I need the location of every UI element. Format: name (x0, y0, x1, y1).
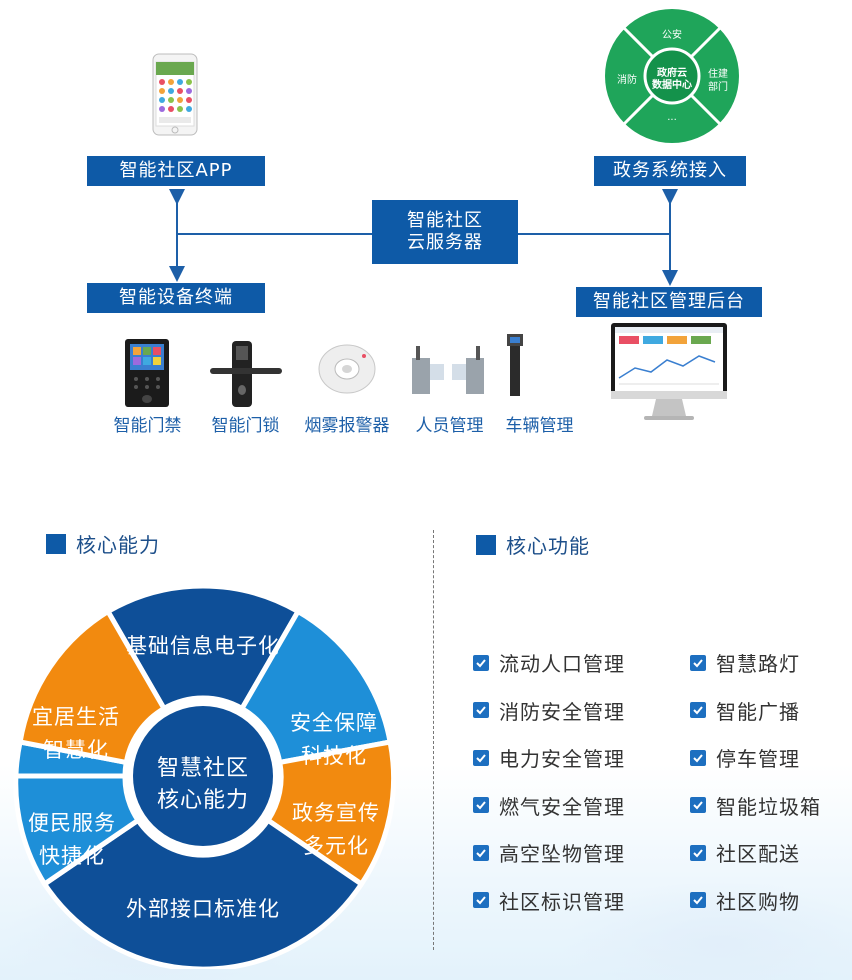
cloud-server-line1: 智能社区 (407, 209, 483, 231)
smartphone-icon (152, 53, 198, 136)
section-divider (433, 530, 434, 950)
core-ability-wheel (13, 583, 396, 969)
function-item: 智能广播 (690, 696, 800, 725)
checkbox-icon (690, 654, 706, 671)
segment-label-lower-left-2: 快捷化 (39, 844, 105, 868)
smoke-alarm-icon (318, 344, 376, 394)
checkbox-icon (690, 702, 706, 718)
segment-label-upper-left-2: 智慧化 (43, 738, 109, 762)
core-ability-title-text: 核心能力 (76, 533, 160, 557)
gov-wheel-housing-line2: 部门 (708, 82, 728, 93)
checkbox-icon (473, 797, 489, 813)
segment-label-upper-right-1: 安全保障 (290, 711, 378, 735)
checkbox-icon (690, 844, 706, 861)
function-item-label: 燃气安全管理 (499, 794, 625, 819)
function-item: 社区配送 (690, 838, 800, 867)
function-item: 高空坠物管理 (473, 838, 625, 867)
wheel-center-line2: 核心能力 (156, 788, 249, 813)
function-item: 智能垃圾箱 (690, 791, 821, 820)
cloud-server-box: 智能社区 云服务器 (372, 200, 518, 264)
function-item-label: 消防安全管理 (499, 699, 625, 724)
gov-data-center-wheel (605, 9, 739, 143)
gov-wheel-more: ... (667, 112, 677, 123)
device-label-vehicle: 车辆管理 (505, 416, 574, 436)
core-ability-title: 核心能力 (46, 529, 160, 558)
segment-label-bottom: 外部接口标准化 (126, 897, 280, 921)
device-label-smart-lock: 智能门锁 (211, 416, 280, 436)
function-item-label: 智能垃圾箱 (716, 794, 821, 819)
function-item-label: 智能广播 (716, 699, 800, 724)
function-item-label: 社区标识管理 (499, 889, 625, 914)
checkbox-icon (473, 702, 489, 718)
gov-system-label: 政务系统接入 (594, 156, 746, 186)
checkbox-icon (473, 844, 489, 861)
function-item: 燃气安全管理 (473, 791, 625, 820)
square-bullet-icon (46, 533, 66, 554)
function-item-label: 智慧路灯 (716, 652, 800, 676)
segment-label-upper-right-2: 科技化 (301, 744, 367, 768)
gov-wheel-police: 公安 (662, 30, 682, 41)
segment-label-lower-right-2: 多元化 (303, 834, 369, 858)
segment-label-top: 基础信息电子化 (126, 634, 280, 658)
function-item-label: 社区配送 (716, 842, 800, 866)
function-item-label: 电力安全管理 (499, 747, 625, 771)
checkbox-icon (473, 892, 489, 908)
function-item: 停车管理 (690, 743, 800, 772)
segment-label-lower-left-1: 便民服务 (28, 811, 116, 835)
core-function-title: 核心功能 (476, 530, 590, 559)
architecture-connectors (169, 189, 678, 286)
checkbox-icon (473, 654, 489, 671)
gov-wheel-center-line1: 政府云 (657, 68, 687, 79)
access-control-device-icon (125, 339, 169, 407)
function-item: 社区标识管理 (473, 886, 625, 915)
checkbox-icon (690, 892, 706, 908)
device-label-personnel: 人员管理 (415, 416, 484, 436)
backend-label: 智能社区管理后台 (576, 287, 762, 317)
gov-wheel-housing-line1: 住建 (708, 69, 728, 80)
square-bullet-icon (476, 534, 496, 555)
function-item: 社区购物 (690, 886, 800, 915)
monitor-icon (611, 323, 727, 420)
function-item: 消防安全管理 (473, 696, 625, 725)
device-terminal-label: 智能设备终端 (87, 283, 265, 313)
function-item-label: 停车管理 (716, 747, 800, 771)
app-label: 智能社区APP (87, 156, 265, 186)
function-item-label: 社区购物 (716, 889, 800, 914)
segment-label-lower-right-1: 政务宣传 (292, 801, 380, 825)
checkbox-icon (690, 749, 706, 766)
checkbox-icon (473, 749, 489, 766)
gov-wheel-fire: 消防 (617, 75, 637, 86)
cloud-server-line2: 云服务器 (407, 232, 483, 253)
function-item: 智慧路灯 (690, 648, 800, 677)
turnstile-gate-icon (412, 346, 484, 394)
function-item-label: 高空坠物管理 (499, 842, 625, 866)
device-label-smoke-alarm: 烟雾报警器 (304, 416, 390, 436)
core-function-title-text: 核心功能 (506, 534, 590, 558)
function-item-label: 流动人口管理 (499, 652, 625, 676)
device-label-access-control: 智能门禁 (113, 416, 182, 436)
gov-wheel-center-line2: 数据中心 (652, 80, 692, 91)
segment-label-upper-left-1: 宜居生活 (32, 705, 120, 729)
smart-lock-icon (210, 341, 282, 407)
checkbox-icon (690, 797, 706, 813)
function-item: 电力安全管理 (473, 743, 625, 772)
wheel-center-line1: 智慧社区 (156, 756, 249, 781)
vehicle-barrier-icon (507, 334, 523, 396)
function-item: 流动人口管理 (473, 648, 625, 677)
segment-bottom (41, 816, 365, 969)
